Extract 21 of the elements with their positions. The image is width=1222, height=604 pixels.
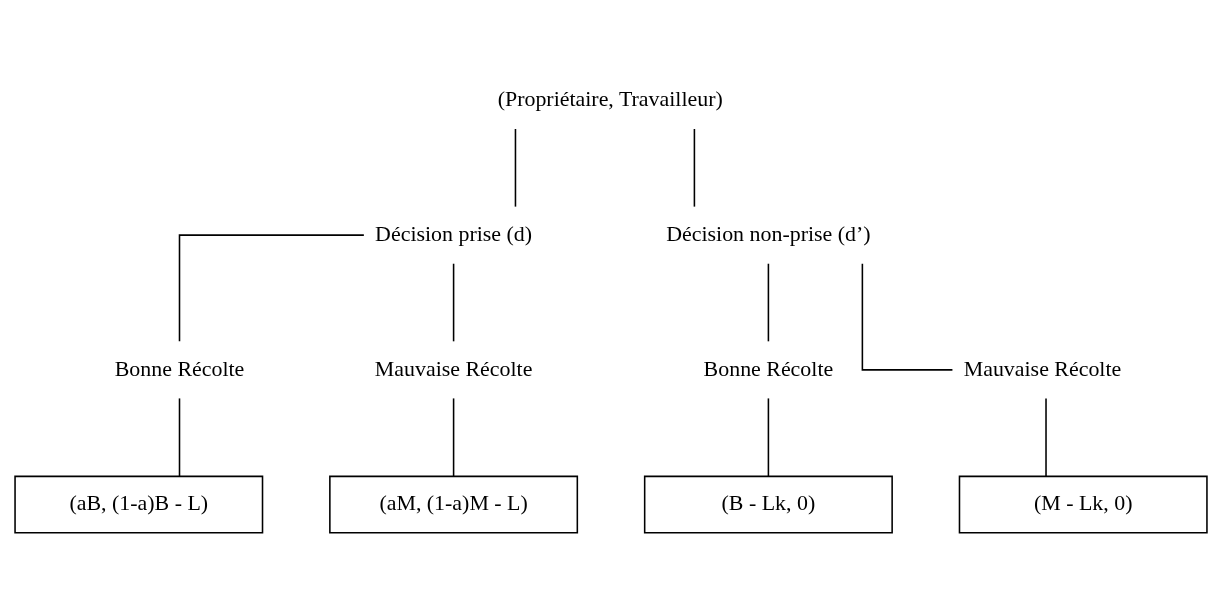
node-box: (aB, (1-a)B - L) [14,475,264,534]
connector [178,397,181,477]
connector [767,397,770,477]
connector [693,127,696,207]
connector [861,262,954,371]
connector [767,262,770,342]
node-text: Mauvaise Récolte [963,355,1122,381]
connector [514,127,517,207]
connector [1045,397,1047,477]
node-text: (Propriétaire, Travailleur) [497,85,723,111]
connector [452,397,455,477]
node-text: Bonne Récolte [114,355,245,381]
node-text: Mauvaise Récolte [374,355,533,381]
node-box: (B - Lk, 0) [643,475,893,534]
connector [452,262,455,342]
node-box: (aM, (1-a)M - L) [329,475,579,534]
node-text: Décision non-prise (d’) [666,220,871,246]
node-box: (M - Lk, 0) [958,475,1208,534]
node-text: Bonne Récolte [703,355,834,381]
connector [178,233,365,342]
node-text: Décision prise (d) [375,220,533,246]
